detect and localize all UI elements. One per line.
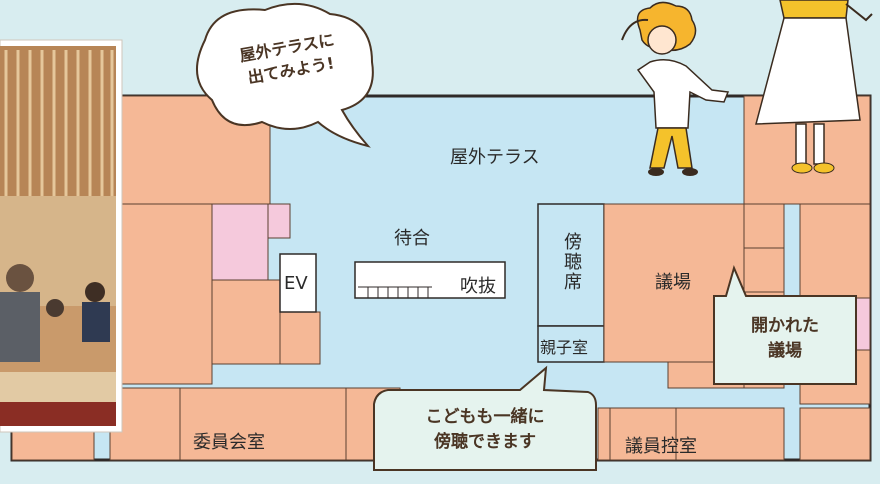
- label-family-room: 親子室: [540, 338, 589, 357]
- label-waiting: 待合: [394, 228, 430, 249]
- label-ev: EV: [284, 273, 308, 294]
- children-callout-line1: こどもも一緒に: [425, 407, 545, 427]
- room-small-a: [211, 279, 281, 365]
- chamber-bubble: [713, 265, 857, 385]
- woman-illustration: [755, 0, 873, 174]
- chamber-callout-text: 開かれた 議場: [716, 314, 854, 363]
- label-atrium: 吹抜: [460, 276, 496, 297]
- atrium-void: [354, 261, 506, 299]
- chamber-callout-line2: 議場: [768, 340, 802, 361]
- terrace-bubble: [196, 2, 374, 148]
- children-callout-text: こどもも一緒に 傍聴できます: [376, 405, 594, 454]
- children-callout-line2: 傍聴できます: [434, 431, 536, 452]
- label-chamber: 議場: [655, 272, 691, 293]
- pink-room: [211, 203, 269, 281]
- label-terrace: 屋外テラス: [450, 147, 540, 168]
- children-bubble: [373, 365, 597, 471]
- members-room: [609, 407, 785, 461]
- building: [10, 94, 872, 462]
- chamber-callout-line1: 開かれた: [751, 316, 819, 336]
- label-members-room: 議員控室: [625, 436, 697, 457]
- boy-illustration: [621, 1, 730, 176]
- pink-small: [267, 203, 291, 239]
- committee-room: [179, 387, 347, 461]
- label-committee-room: 委員会室: [193, 432, 265, 453]
- assembly-photo: [0, 39, 123, 433]
- elevator: [279, 253, 317, 313]
- room-small-b: [279, 311, 321, 365]
- room-left-mid: [119, 203, 213, 385]
- label-gallery: 傍聴席: [561, 232, 582, 292]
- gallery-seats: [537, 203, 605, 327]
